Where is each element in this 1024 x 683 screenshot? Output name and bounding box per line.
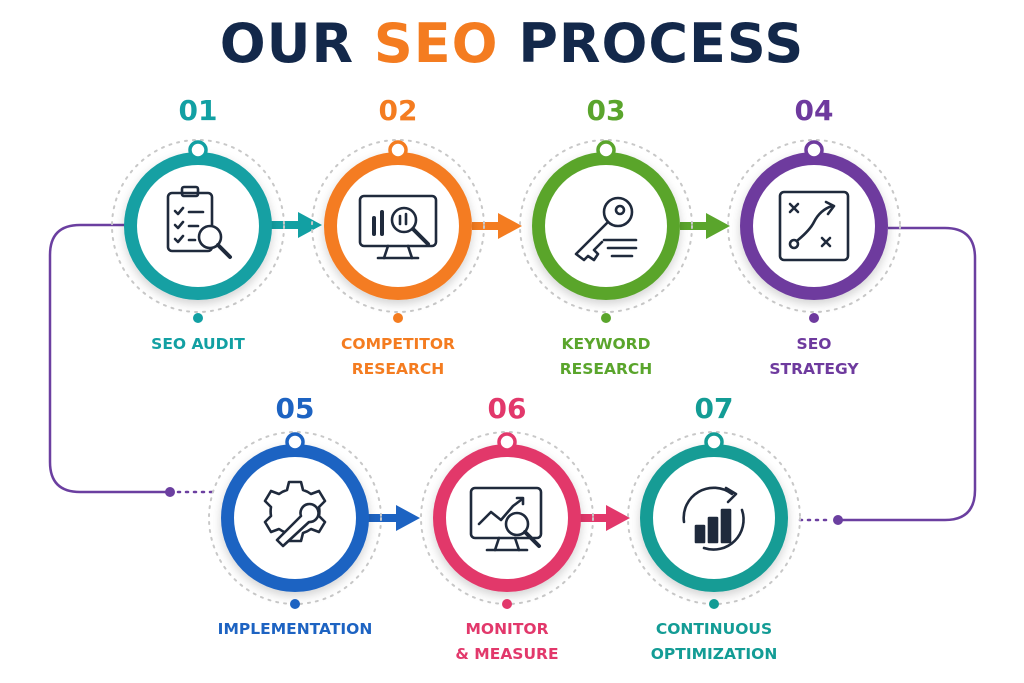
connector-dot [833,515,843,525]
monitor-analytics-icon [469,486,543,552]
growth-chart-icon [682,486,745,551]
label-dot [393,313,403,323]
page-title: OUR SEO PROCESS [0,12,1024,75]
step-label-line1: COMPETITOR [341,335,455,353]
label-dot [809,313,819,323]
step-number: 01 [178,94,218,127]
step-circle-seo-audit [111,139,285,313]
step-label-line1: IMPLEMENTATION [217,620,373,638]
gear-wrench-icon [263,480,327,548]
arrow-5-6 [362,505,420,531]
step-label-line1: CONTINUOUS [655,620,773,638]
strategy-board-icon [778,190,850,262]
step-number: 07 [694,392,734,425]
arrow-1-2 [268,212,322,238]
step-label-line2: RESEARCH [351,360,445,378]
step-label: MONITOR & MEASURE [407,617,607,667]
label-dot [709,599,719,609]
step-circle-implementation [208,431,382,605]
label-dot [290,599,300,609]
arrow-2-3 [472,213,522,239]
step-label-line1: SEO AUDIT [151,335,245,353]
checklist-search-icon [166,185,232,259]
step-label: COMPETITOR RESEARCH [298,332,498,382]
step-circle-keyword-research [519,139,693,313]
title-word-seo: SEO [373,12,499,75]
step-label-line2: OPTIMIZATION [650,645,778,663]
step-number: 02 [378,94,418,127]
step-label-line1: MONITOR [465,620,549,638]
step-circle-competitor-research [311,139,485,313]
step-label-line1: KEYWORD [561,335,651,353]
loop-connector-left [48,223,170,494]
step-label: IMPLEMENTATION [195,617,395,642]
title-word-our: OUR [219,12,355,75]
label-dot [502,599,512,609]
step-label: CONTINUOUS OPTIMIZATION [614,617,814,667]
step-number: 04 [794,94,834,127]
arrow-3-4 [680,213,730,239]
title-word-process: PROCESS [518,12,805,75]
step-circle-monitor-measure [420,431,594,605]
step-circle-seo-strategy [727,139,901,313]
step-label-line1: SEO [796,335,832,353]
step-label: SEO STRATEGY [714,332,914,382]
step-number: 03 [586,94,626,127]
connector-dot [165,487,175,497]
step-label: SEO AUDIT [98,332,298,357]
label-dot [601,313,611,323]
monitor-chart-search-icon [358,194,438,260]
step-label-line2: STRATEGY [769,360,859,378]
loop-connector-right [838,226,977,522]
step-number: 06 [487,392,527,425]
step-number: 05 [275,392,315,425]
key-icon [574,196,638,262]
step-label-line2: RESEARCH [559,360,653,378]
step-label-line2: & MEASURE [455,645,559,663]
arrow-6-7 [578,505,630,531]
step-circle-continuous-optimization [627,431,801,605]
label-dot [193,313,203,323]
step-label: KEYWORD RESEARCH [506,332,706,382]
